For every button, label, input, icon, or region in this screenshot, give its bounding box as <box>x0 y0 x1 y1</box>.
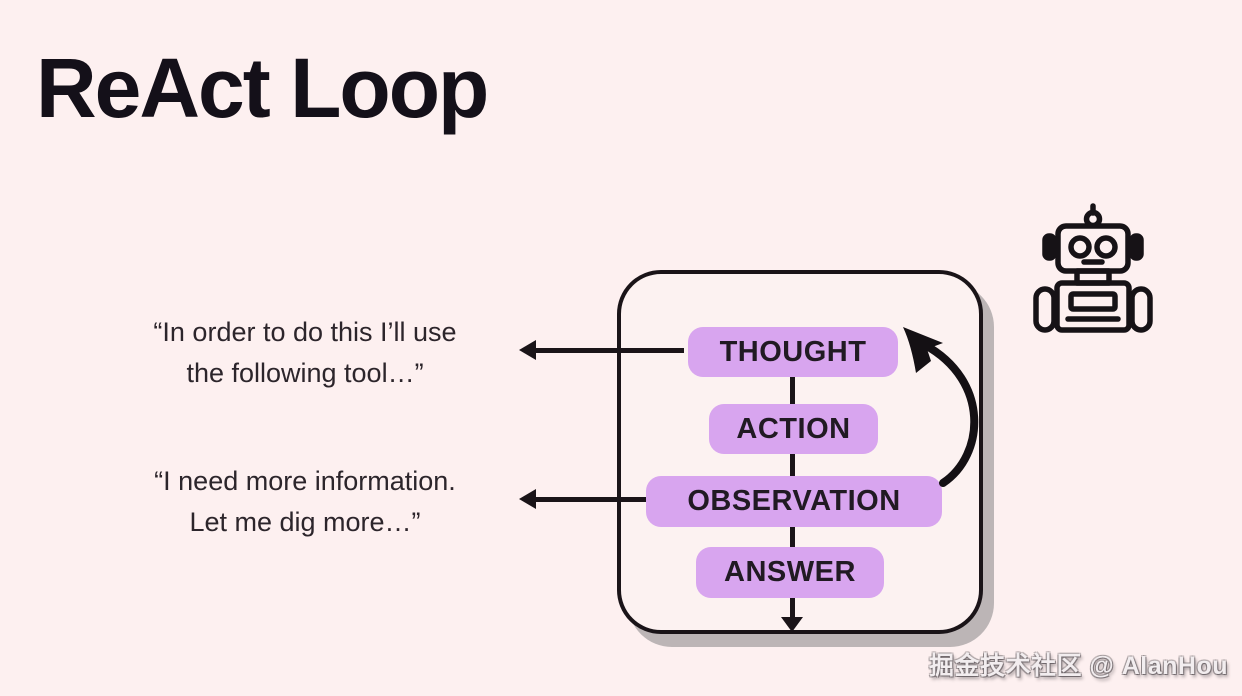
robot-icon <box>1032 203 1154 338</box>
quote-observation-line2: Let me dig more…” <box>189 507 421 537</box>
flow-arrow-down-icon <box>781 617 803 632</box>
step-action: ACTION <box>709 404 878 454</box>
step-answer: ANSWER <box>696 547 884 598</box>
loop-back-arrow-icon <box>893 323 998 496</box>
arrow-observation-callout <box>534 497 646 502</box>
page-title: ReAct Loop <box>36 41 489 135</box>
arrow-left-icon <box>519 489 536 509</box>
arrow-left-icon <box>519 340 536 360</box>
quote-thought-line1: “In order to do this I’ll use <box>153 317 457 347</box>
quote-observation-line1: “I need more information. <box>154 466 456 496</box>
step-thought-label: THOUGHT <box>719 335 867 368</box>
step-answer-label: ANSWER <box>724 556 856 588</box>
step-thought: THOUGHT <box>688 327 898 377</box>
watermark: 掘金技术社区 @ AlanHou <box>928 652 1228 680</box>
quote-observation: “I need more information. Let me dig mor… <box>85 461 525 543</box>
quote-thought: “In order to do this I’ll use the follow… <box>85 312 525 394</box>
step-observation-label: OBSERVATION <box>687 485 901 517</box>
quote-thought-line2: the following tool…” <box>186 358 424 388</box>
step-observation: OBSERVATION <box>646 476 942 527</box>
step-action-label: ACTION <box>736 412 851 445</box>
arrow-thought-callout <box>534 348 684 353</box>
